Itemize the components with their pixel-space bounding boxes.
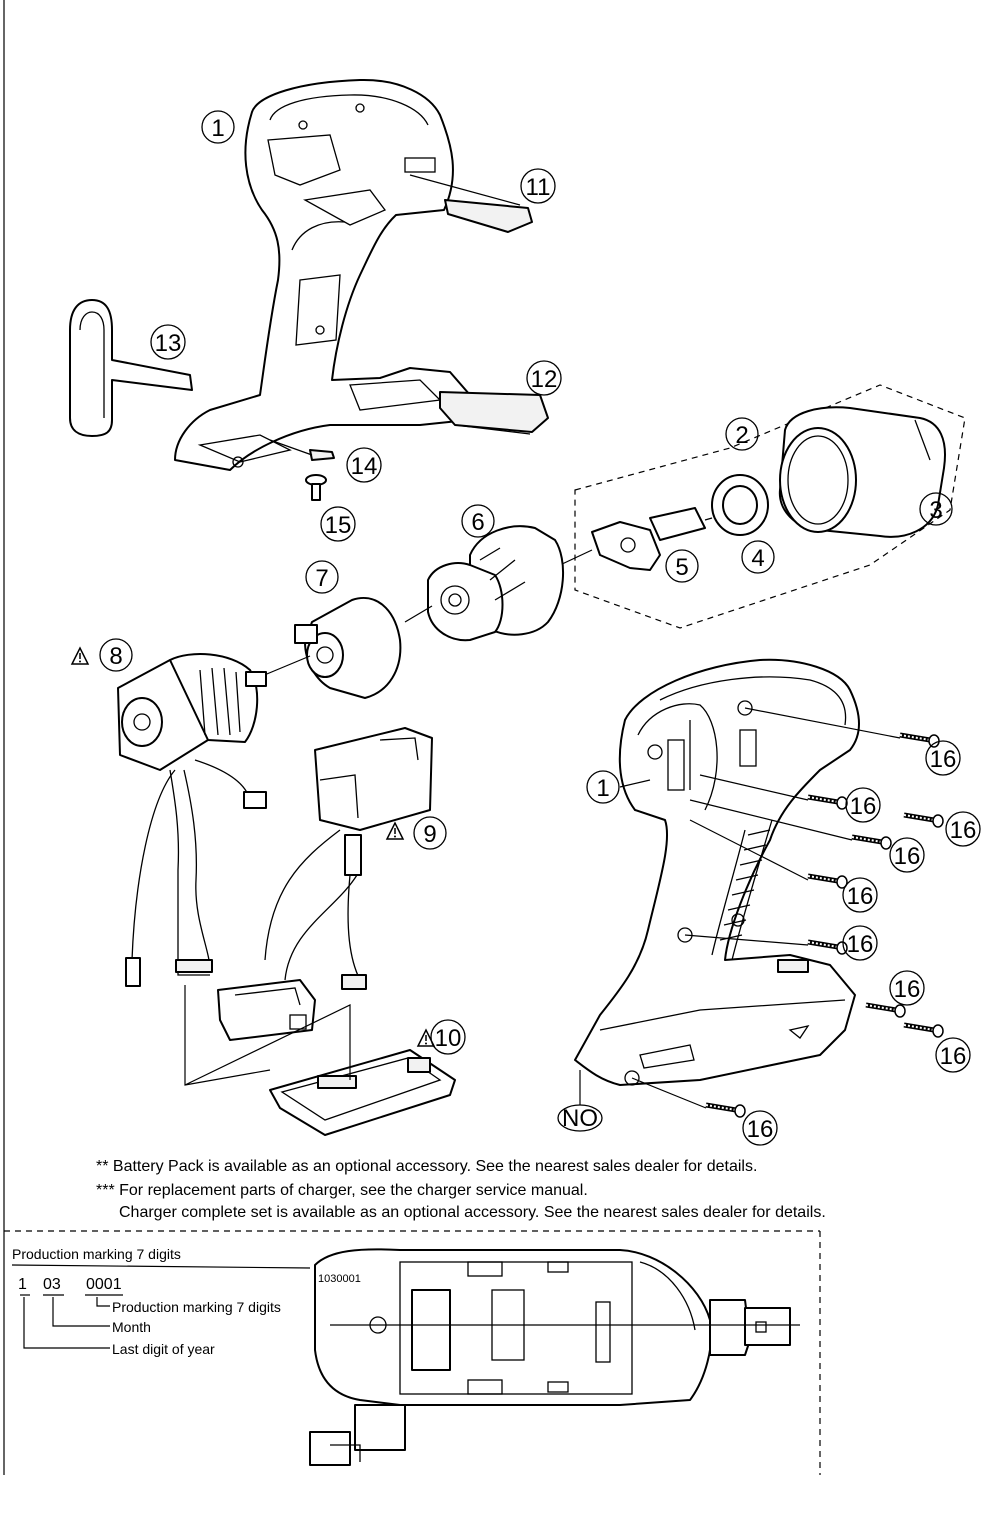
svg-text:16: 16 [894,976,921,1003]
callout-7: 7 [305,560,339,594]
svg-text:13: 13 [155,330,182,357]
callout-6: 6 [461,504,495,538]
svg-text:12: 12 [531,366,558,393]
svg-text:11: 11 [526,174,551,201]
svg-text:5: 5 [675,554,688,581]
screw-16-h [904,1025,943,1037]
callout-1-top: 1 [201,110,235,144]
callout-16-f: 16 [842,925,878,961]
spring-part [309,449,335,461]
callout-16-e: 16 [842,877,878,913]
svg-text:1: 1 [596,775,609,802]
svg-text:2: 2 [735,422,748,449]
svg-text:16: 16 [747,1116,774,1143]
hammer-part [427,525,565,642]
callout-16-a: 16 [925,740,961,776]
bearing-box-part [294,597,402,699]
callout-11: 11 [520,168,556,204]
callout-9: 9 [413,816,447,850]
callout-4: 4 [741,540,775,574]
screw-part-15 [305,474,327,501]
svg-text:NO: NO [562,1105,598,1132]
svg-text:14: 14 [351,453,378,480]
screw-16-g [866,1005,905,1017]
motor-part [117,653,267,987]
cover-plate-part [439,391,549,433]
svg-text:16: 16 [940,1043,967,1070]
month-digits: 03 [43,1276,61,1293]
screw-16-e [808,876,847,888]
callout-2: 2 [725,417,759,451]
controller-part [269,1049,456,1136]
svg-text:16: 16 [950,817,977,844]
svg-text:10: 10 [435,1025,462,1052]
month-label: Month [112,1319,151,1335]
callout-8: 8 [99,638,133,672]
svg-text:16: 16 [847,883,874,910]
washer-part [711,474,769,536]
svg-text:4: 4 [751,545,764,572]
anvil-part [591,507,706,571]
screw-16-c [904,815,943,827]
svg-text:6: 6 [471,509,484,536]
callout-16-b: 16 [845,787,881,823]
svg-text:16: 16 [930,746,957,773]
terminal-part [217,979,316,1041]
callout-14: 14 [346,447,382,483]
tool-underside-view [309,1248,800,1466]
serial-digits: 0001 [86,1276,122,1293]
gear-case-assembly-outline [574,384,966,629]
screw-16-i [706,1105,745,1117]
assembled-tool-part [574,658,860,1086]
callout-no: NO [557,1104,603,1132]
callout-16-h: 16 [935,1037,971,1073]
production-marking-brackets [11,1264,311,1349]
callout-15: 15 [320,506,356,542]
year-digit: 1 [18,1276,27,1293]
callout-5: 5 [665,549,699,583]
belt-hook-part [69,299,193,437]
svg-text:8: 8 [109,643,122,670]
screw-16-f [808,942,847,954]
housing-half-part [174,78,521,471]
svg-text:16: 16 [850,793,877,820]
battery-note: ** Battery Pack is available as an optio… [96,1158,758,1175]
warning-triangle-icon [71,647,89,665]
svg-text:3: 3 [929,497,942,524]
callout-16-c: 16 [945,811,981,847]
warning-triangle-icon-2 [386,822,404,840]
callout-3: 3 [919,492,953,526]
switch-part [264,727,433,990]
callout-12: 12 [526,360,562,396]
svg-text:16: 16 [847,931,874,958]
callout-16-i: 16 [742,1110,778,1146]
charger-note-2: Charger complete set is available as an … [119,1204,826,1221]
screw-16-d [852,837,891,849]
callout-16-d: 16 [889,837,925,873]
svg-text:1: 1 [211,115,224,142]
callout-1-right: 1 [586,770,620,804]
serial-label: Production marking 7 digits [112,1299,281,1315]
callout-16-g: 16 [889,970,925,1006]
gear-case-part [778,406,946,538]
callout-13: 13 [150,324,186,360]
clip-part [444,199,533,233]
callout-10: 10 [430,1019,466,1055]
svg-text:9: 9 [423,821,436,848]
production-marking-heading: Production marking 7 digits [12,1246,181,1262]
production-stamp: 1030001 [318,1273,361,1285]
svg-text:7: 7 [315,565,328,592]
year-label: Last digit of year [112,1341,215,1357]
screw-16-b [808,797,847,809]
svg-text:15: 15 [325,512,352,539]
svg-text:16: 16 [894,843,921,870]
charger-note-1: *** For replacement parts of charger, se… [96,1182,588,1199]
